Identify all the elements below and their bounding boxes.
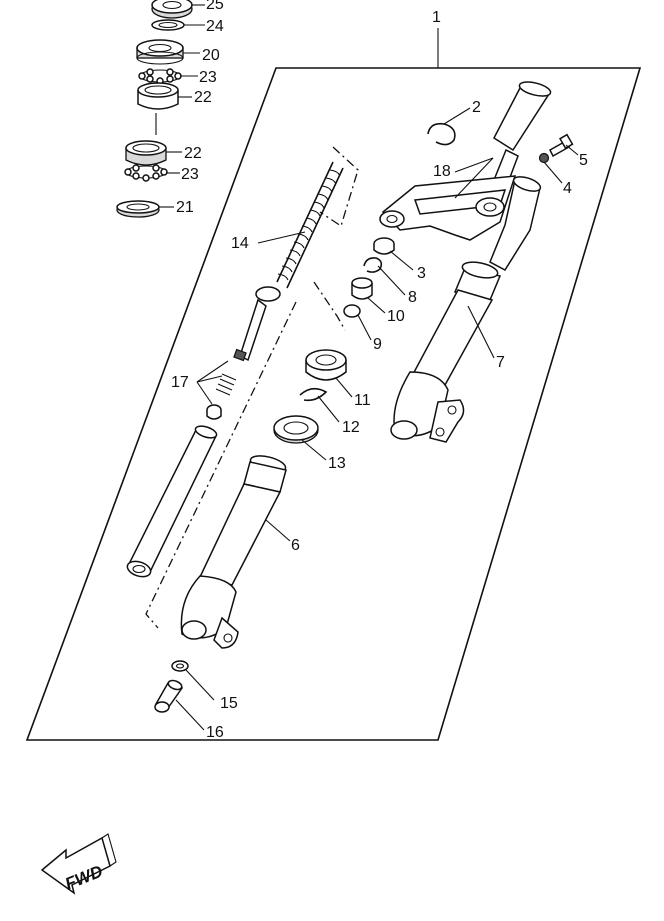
callout-10: 10 — [387, 308, 405, 325]
outer-tube-6 — [180, 455, 287, 649]
callout-1: 1 — [432, 9, 441, 26]
callout-15: 15 — [220, 695, 238, 712]
lock-washer-24 — [151, 19, 185, 31]
callout-20: 20 — [202, 47, 220, 64]
bracket-18 — [379, 175, 517, 241]
fwd-arrow-icon — [40, 836, 111, 895]
bearing-race-22-lower — [125, 140, 167, 166]
callout-21: 21 — [176, 199, 194, 216]
bearing-race-22-upper — [137, 82, 179, 110]
callout-9: 9 — [373, 336, 382, 353]
cap-3 — [373, 237, 395, 255]
callout-23-upper: 23 — [199, 69, 217, 86]
o-ring-9 — [343, 304, 361, 318]
bolt-16 — [154, 679, 184, 713]
callout-6: 6 — [291, 537, 300, 554]
fork-spring-14 — [276, 161, 344, 289]
ring-nut-20 — [136, 39, 184, 65]
callout-11: 11 — [354, 392, 371, 409]
callout-8: 8 — [408, 289, 417, 306]
ball-bearing-23-lower — [124, 164, 168, 182]
callout-13: 13 — [328, 455, 346, 472]
damper-rod — [233, 286, 281, 362]
callout-2: 2 — [472, 99, 481, 116]
rebound-spring-17 — [206, 373, 237, 420]
fwd-direction-arrow: FWD — [40, 833, 117, 895]
callout-3: 3 — [417, 265, 426, 282]
leader-lines — [159, 4, 579, 731]
callout-labels: 25 24 20 23 22 22 23 21 1 2 5 4 18 14 3 … — [171, 0, 588, 741]
guide-line-lower — [145, 301, 297, 629]
plug-10 — [351, 277, 373, 300]
callout-14: 14 — [231, 235, 249, 252]
washer-4 — [538, 152, 550, 164]
callout-12: 12 — [342, 419, 360, 436]
bolt-5 — [549, 133, 574, 158]
callout-17: 17 — [171, 374, 189, 391]
callout-25: 25 — [206, 0, 224, 13]
callout-16: 16 — [206, 724, 224, 741]
callout-18: 18 — [433, 163, 451, 180]
callout-22-upper: 22 — [194, 89, 212, 106]
outer-tube-7 — [390, 176, 542, 443]
inner-tube — [126, 425, 218, 578]
assembly-boundary — [25, 67, 642, 741]
washer-15 — [171, 660, 189, 672]
clip-8 — [363, 257, 383, 273]
callout-24: 24 — [206, 18, 224, 35]
oil-seal-11 — [305, 349, 347, 381]
dust-seal-13 — [273, 415, 319, 444]
callout-4: 4 — [563, 180, 572, 197]
callout-5: 5 — [579, 152, 588, 169]
dust-seal-21 — [116, 200, 160, 218]
guide-line-upper — [313, 281, 346, 331]
circlip-2 — [427, 122, 456, 146]
callout-22-lower: 22 — [184, 145, 202, 162]
ball-bearing-23-upper — [138, 68, 182, 85]
callout-7: 7 — [496, 354, 505, 371]
circlip-12 — [299, 387, 328, 402]
callout-23-lower: 23 — [181, 166, 199, 183]
ring-nut-25 — [151, 0, 193, 19]
guide-line-spring — [319, 146, 359, 228]
